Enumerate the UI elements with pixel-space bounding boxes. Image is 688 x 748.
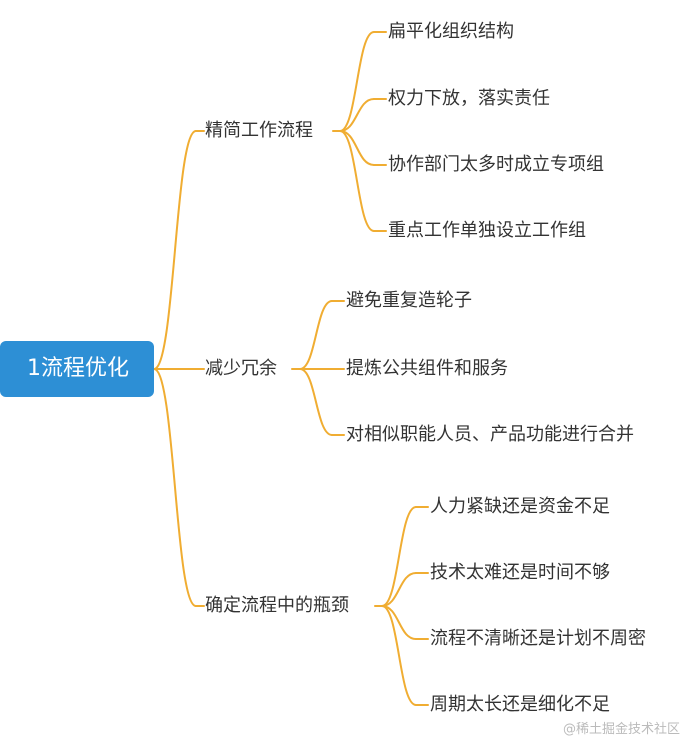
watermark-text: @稀土掘金技术社区 xyxy=(562,722,680,737)
leaf-node[interactable]: 人力紧缺还是资金不足 xyxy=(430,496,610,517)
leaf-node[interactable]: 权力下放，落实责任 xyxy=(388,88,550,109)
branch-to-leaf-link xyxy=(339,31,375,132)
branch-node-reduce-redundancy[interactable]: 减少冗余 xyxy=(205,358,277,379)
leaf-node[interactable]: 技术太难还是时间不够 xyxy=(430,562,610,583)
branch-to-leaf-link xyxy=(381,506,417,607)
leaf-node[interactable]: 对相似职能人员、产品功能进行合并 xyxy=(346,424,634,445)
branch-node-find-bottleneck[interactable]: 确定流程中的瓶颈 xyxy=(205,595,349,616)
leaf-node[interactable]: 提炼公共组件和服务 xyxy=(346,358,508,379)
leaf-node[interactable]: 协作部门太多时成立专项组 xyxy=(388,154,604,175)
branch-to-leaf-link xyxy=(299,368,333,436)
root-to-branch-link xyxy=(153,368,197,607)
branch-to-leaf-link xyxy=(339,130,375,166)
leaf-node[interactable]: 重点工作单独设立工作组 xyxy=(388,220,586,241)
leaf-node[interactable]: 避免重复造轮子 xyxy=(346,290,472,311)
branch-to-leaf-link xyxy=(299,300,333,370)
leaf-node[interactable]: 周期太长还是细化不足 xyxy=(430,694,610,715)
branch-to-leaf-link xyxy=(381,572,417,607)
leaf-node[interactable]: 扁平化组织结构 xyxy=(388,21,514,42)
leaf-node[interactable]: 流程不清晰还是计划不周密 xyxy=(430,628,646,649)
branch-to-leaf-link xyxy=(381,605,417,640)
branch-to-leaf-link xyxy=(339,130,375,232)
branch-to-leaf-link xyxy=(381,605,417,706)
branch-to-leaf-link xyxy=(339,98,375,132)
branch-node-streamline-workflow[interactable]: 精简工作流程 xyxy=(205,120,313,141)
root-node[interactable]: 1流程优化 xyxy=(0,341,154,397)
root-to-branch-link xyxy=(153,130,197,370)
